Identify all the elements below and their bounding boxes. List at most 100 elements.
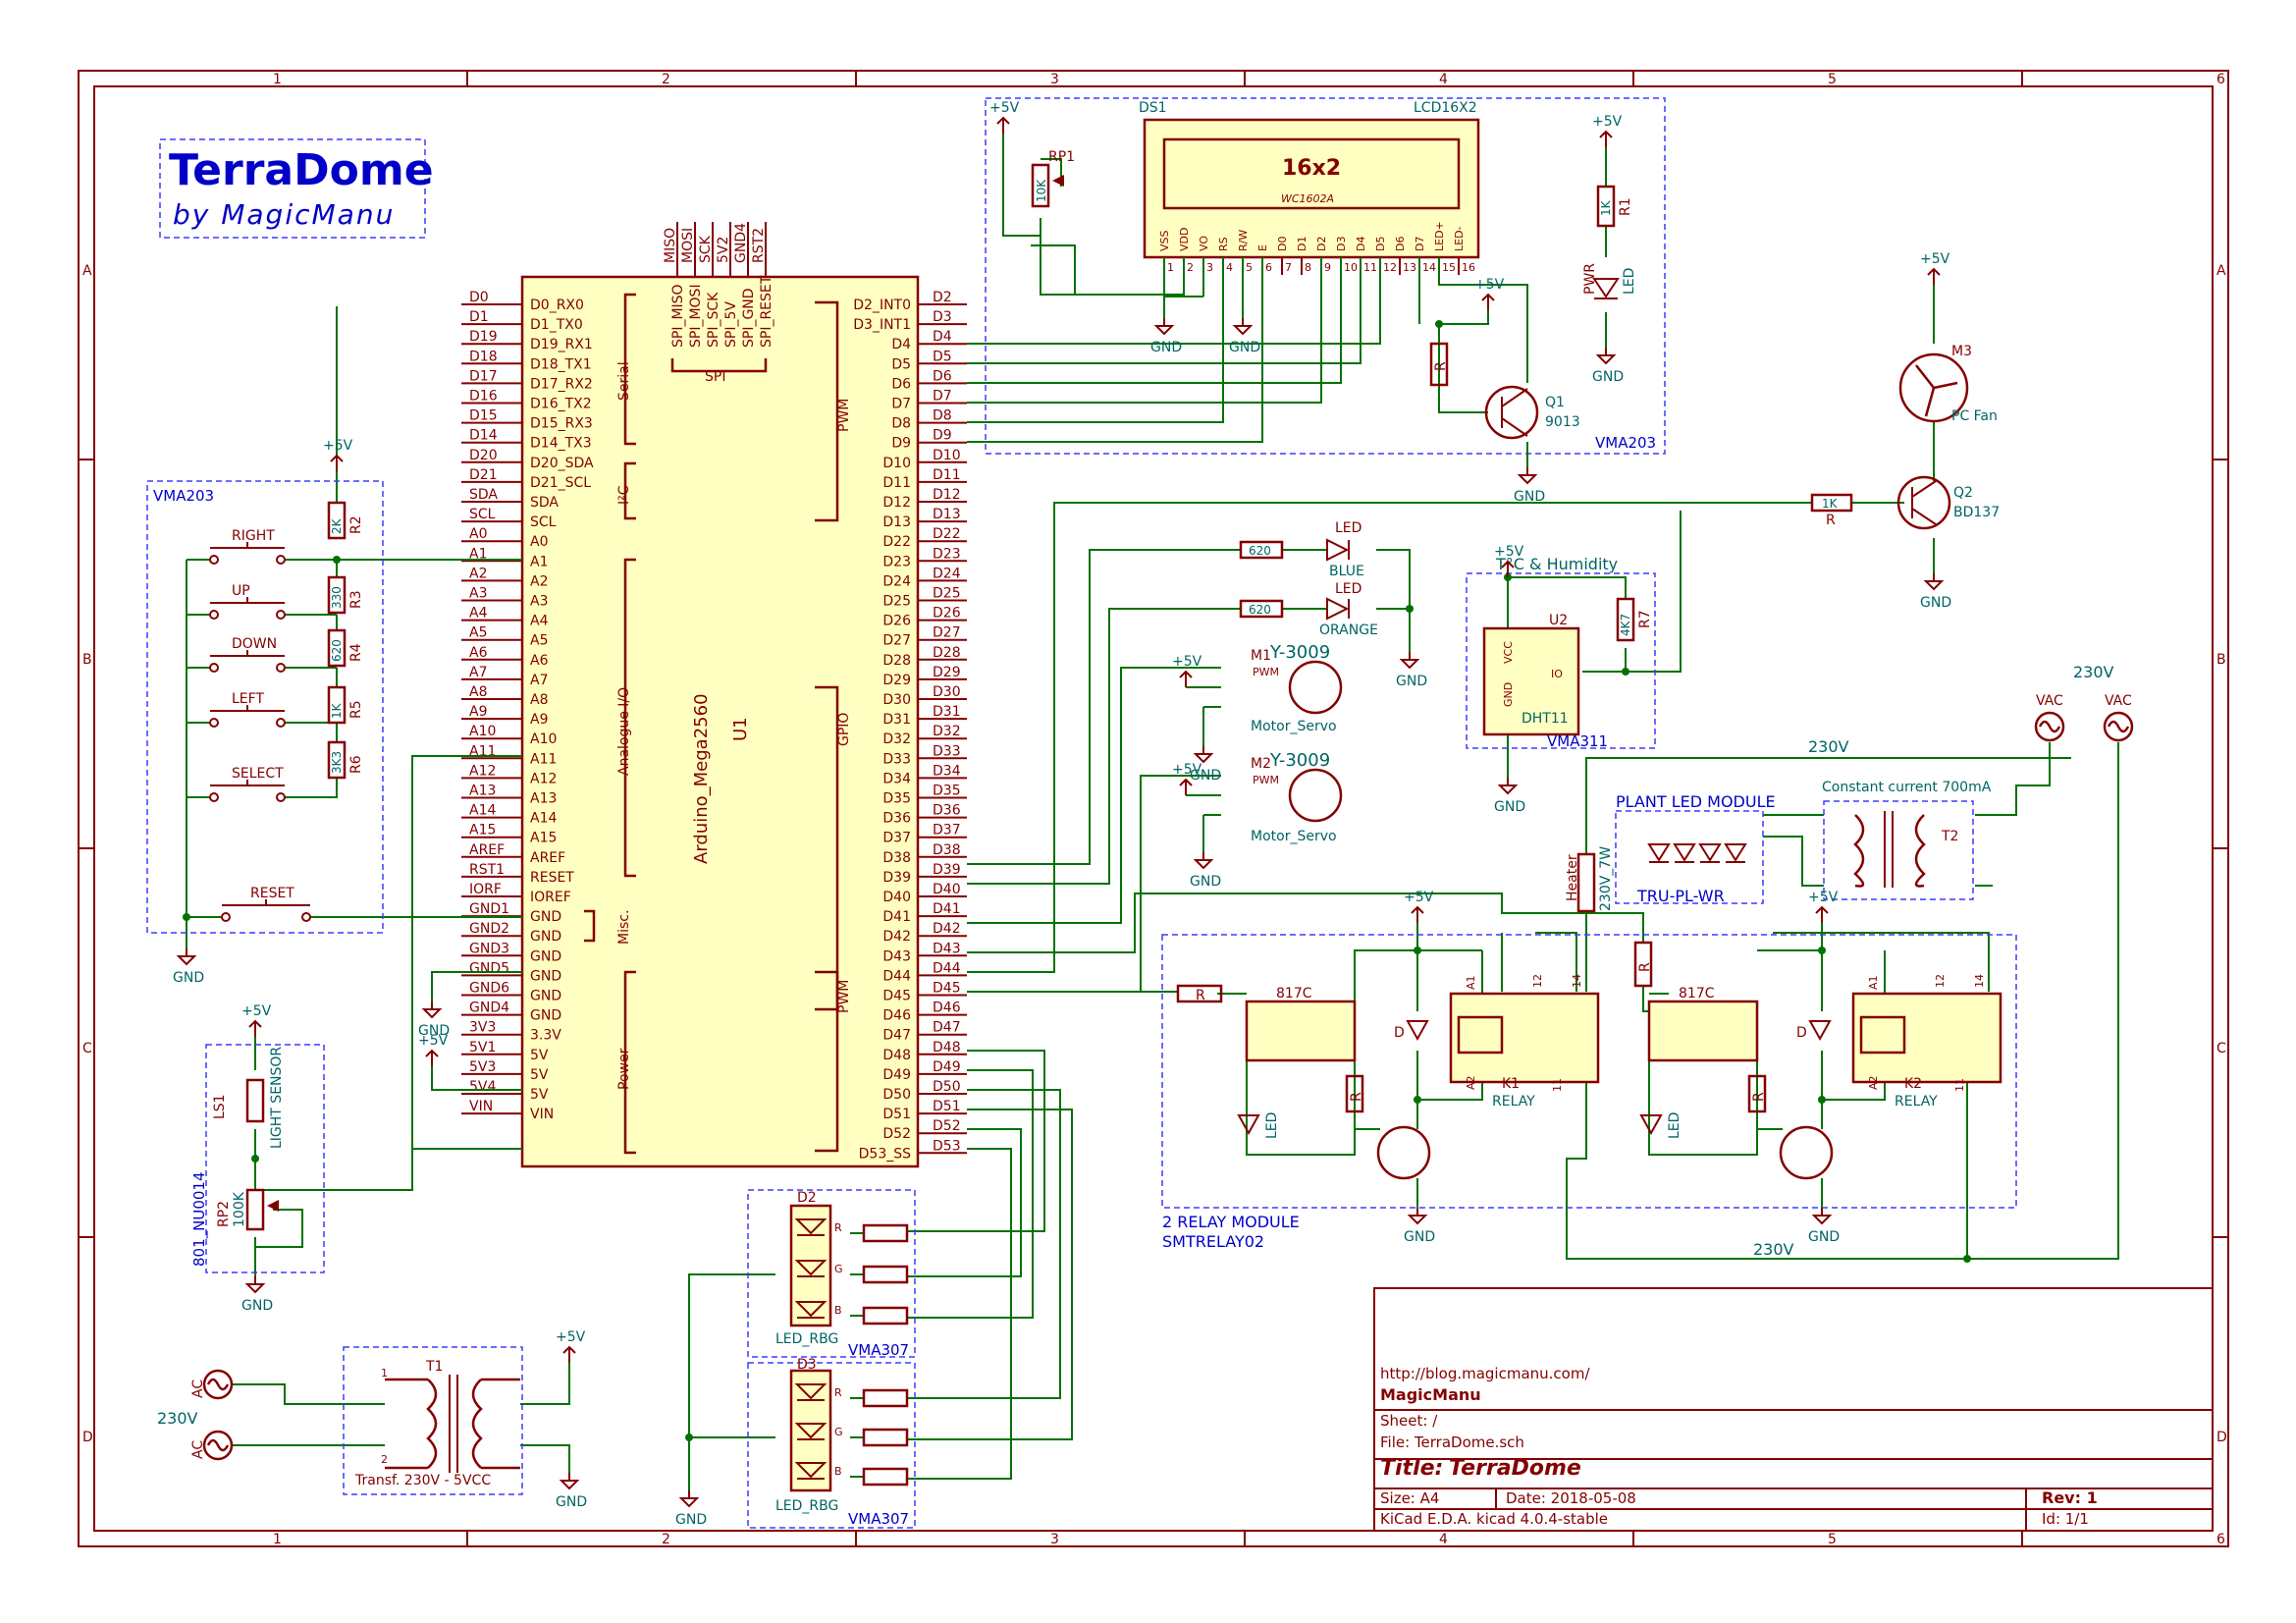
dht-vcc: VCC bbox=[1502, 641, 1515, 664]
relay-c11: 11 bbox=[1551, 1078, 1564, 1092]
heater-ref: Heater bbox=[1565, 854, 1580, 901]
lcd-pin-name: D4 bbox=[1355, 237, 1367, 251]
gnd-light: GND bbox=[241, 1298, 273, 1314]
t1-pin2: 2 bbox=[381, 1453, 388, 1466]
plant-title: PLANT LED MODULE bbox=[1616, 792, 1776, 811]
mcu-pin-label: D34 bbox=[882, 771, 911, 786]
mcu-net-label: SCL bbox=[469, 507, 496, 522]
block-analog-io: Analogue I/O bbox=[616, 687, 632, 776]
tb-title-label: Title: bbox=[1380, 1456, 1443, 1481]
servo2-value: Y-3009 bbox=[1269, 750, 1330, 771]
mcu-pin-label: D14_TX3 bbox=[530, 436, 592, 452]
mcu-pin-label: D26 bbox=[882, 614, 911, 629]
mcu-net-label: VIN bbox=[469, 1099, 493, 1114]
arduino-mega-symbol: D0_RX0D0D1_TX0D1D19_RX1D19D18_TX1D18D17_… bbox=[461, 222, 967, 1168]
mcu-pin-label: D4 bbox=[891, 337, 911, 352]
mcu-net-label: A14 bbox=[469, 803, 496, 819]
gnd-leds: GND bbox=[1396, 674, 1427, 689]
ac-label-1: AC bbox=[190, 1380, 206, 1398]
frame-col-top: 3 bbox=[1050, 72, 1059, 87]
block-gpio: GPIO bbox=[836, 713, 852, 746]
rgb-pin-label: B bbox=[834, 1304, 842, 1317]
mcu-net-label: D17 bbox=[469, 368, 498, 384]
mcu-net-label: D45 bbox=[933, 981, 961, 997]
mcu-net-label: 5V1 bbox=[469, 1040, 496, 1055]
d2-ref: D2 bbox=[797, 1190, 817, 1206]
mcu-net-label: D52 bbox=[933, 1118, 961, 1134]
mcu-net-label: D47 bbox=[933, 1020, 961, 1036]
plus5v-mcu: +5V bbox=[418, 1033, 449, 1049]
frame-col-bottom: 3 bbox=[1050, 1532, 1059, 1547]
mcu-pin-label: D39 bbox=[882, 870, 911, 886]
mcu-net-label: D10 bbox=[933, 448, 961, 463]
mcu-net-label: A13 bbox=[469, 784, 496, 799]
block-power: Power bbox=[616, 1048, 632, 1090]
mcu-net-label: D41 bbox=[933, 901, 961, 917]
frame-row-left: D bbox=[82, 1430, 93, 1445]
mcu-pin-label: A6 bbox=[530, 653, 549, 669]
mcu-pin-label: D20_SDA bbox=[530, 456, 594, 471]
plus5v-dht: +5V bbox=[1494, 544, 1524, 560]
lcd-pin-num: 14 bbox=[1422, 261, 1436, 274]
mcu-net-label: A2 bbox=[469, 566, 487, 581]
res-620-blue: 620 bbox=[1249, 544, 1271, 558]
relay-c12: 12 bbox=[1934, 974, 1947, 988]
keypad-res-value: 3K3 bbox=[330, 751, 344, 774]
mcu-pin-label: D48 bbox=[882, 1048, 911, 1063]
block-i2c: I²C bbox=[616, 485, 632, 505]
mcu-net-label: A12 bbox=[469, 763, 496, 779]
mcu-pin-label: A0 bbox=[530, 534, 548, 550]
diode-label: D bbox=[1394, 1025, 1405, 1041]
tb-date: Date: 2018-05-08 bbox=[1506, 1489, 1636, 1507]
vac-1: VAC bbox=[2036, 693, 2063, 709]
dht-gnd: GND bbox=[1502, 682, 1515, 707]
mcu-ref: U1 bbox=[730, 717, 751, 741]
mcu-net-label: GND4 bbox=[469, 1001, 509, 1016]
mains-230v-left: 230V bbox=[157, 1409, 198, 1428]
mcu-pin-label: D12 bbox=[882, 495, 911, 511]
diode-label: D bbox=[1796, 1025, 1807, 1041]
logo-block: TerraDome by MagicManu bbox=[159, 138, 434, 239]
mcu-pin-label: SPI_5V bbox=[723, 301, 739, 348]
mcu-net-label: D26 bbox=[933, 606, 961, 622]
mcu-pin-label: GND bbox=[530, 948, 561, 964]
mcu-net-label: 5V4 bbox=[469, 1079, 496, 1095]
mcu-net-label: D14 bbox=[469, 428, 498, 444]
relay-a1: A1 bbox=[1867, 975, 1880, 990]
mcu-pin-label: GND bbox=[530, 909, 561, 925]
lcd-pin-name: RS bbox=[1217, 237, 1230, 251]
lcd-module: 16x2 WC1602A DS1 LCD16X2 VSS1VDD2VO3RS4R… bbox=[985, 97, 1666, 455]
optocoupler-label: 817C bbox=[1276, 986, 1312, 1001]
lcd-pin-num: 11 bbox=[1363, 261, 1377, 274]
mcu-net-label: 5V3 bbox=[469, 1059, 496, 1075]
mcu-pin-label: D32 bbox=[882, 731, 911, 747]
lcd-pin-name: D7 bbox=[1414, 237, 1426, 251]
lcd-pin-name: VO bbox=[1198, 236, 1210, 251]
mcu-pin-label: SCL bbox=[530, 514, 557, 530]
mcu-net-label: A4 bbox=[469, 606, 488, 622]
mcu-net-label: SCK bbox=[698, 235, 714, 263]
res-620-orange: 620 bbox=[1249, 603, 1271, 617]
mcu-pin-label: SPI_SCK bbox=[706, 292, 721, 348]
vma307-2: VMA307 bbox=[848, 1510, 909, 1528]
mcu-pin-label: AREF bbox=[530, 850, 565, 866]
rgb-pin-label: R bbox=[834, 1221, 842, 1234]
lcd-pin-name: D3 bbox=[1335, 237, 1348, 251]
led-blue-ref: LED bbox=[1335, 520, 1362, 536]
d3-ref: D3 bbox=[797, 1357, 817, 1373]
mcu-net-label: D8 bbox=[933, 408, 952, 424]
mcu-pin-label: D21_SCL bbox=[530, 475, 591, 491]
r1-ref: R1 bbox=[1618, 197, 1633, 216]
frame-row-right: A bbox=[2216, 263, 2226, 279]
mcu-pin-label: D11 bbox=[882, 475, 911, 491]
mcu-net-label: D29 bbox=[933, 665, 961, 680]
frame-row-left: B bbox=[82, 652, 92, 668]
mcu-pin-label: D46 bbox=[882, 1008, 911, 1024]
mains-230v-top: 230V bbox=[1808, 737, 1849, 756]
frame-col-bottom: 2 bbox=[662, 1532, 670, 1547]
keypad-button-label: DOWN bbox=[232, 636, 277, 652]
frame-row-left: A bbox=[82, 263, 92, 279]
mcu-net-label: D46 bbox=[933, 1001, 961, 1016]
r7-value: 4K7 bbox=[1619, 614, 1632, 636]
